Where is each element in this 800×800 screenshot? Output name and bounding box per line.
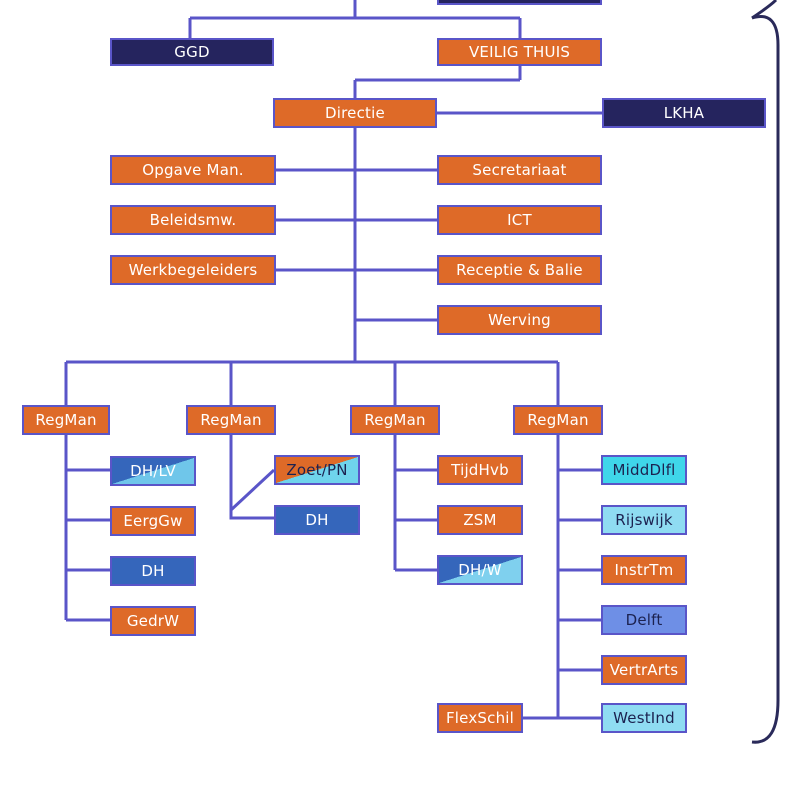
directie-box: Directie [273,98,437,128]
unit-box-gedrw: GedrW [110,606,196,636]
unit-box-dh-lv: DH/LV [110,456,196,486]
unit-box-zoet-pn: Zoet/PN [274,455,360,485]
unit-box-rijswijk: Rijswijk [601,505,687,535]
unit-box-midddlfl: MiddDlfl [601,455,687,485]
regman-box-1: RegMan [22,405,110,435]
unit-box-delft: Delft [601,605,687,635]
unit-box-tijdhvb: TijdHvb [437,455,523,485]
staff-box-ict: ICT [437,205,602,235]
staff-box-secretariaat: Secretariaat [437,155,602,185]
regman-box-3: RegMan [350,405,440,435]
unit-box-dh: DH [110,556,196,586]
regman-box-2: RegMan [186,405,276,435]
unit-box-eerggw: EergGw [110,506,196,536]
staff-box-beleidsmw: Beleidsmw. [110,205,276,235]
flexschil-box: FlexSchil [437,703,523,733]
unit-box-dh-2: DH [274,505,360,535]
staff-box-werkbegeleiders: Werkbegeleiders [110,255,276,285]
regman-box-4: RegMan [513,405,603,435]
lkha-box: LKHA [602,98,766,128]
partial-top-box [437,0,602,5]
unit-box-instrtm: InstrTm [601,555,687,585]
ggd-box: GGD [110,38,274,66]
unit-box-westind: WestInd [601,703,687,733]
staff-box-receptie-balie: Receptie & Balie [437,255,602,285]
staff-box-werving: Werving [437,305,602,335]
curly-brace [751,15,780,744]
unit-box-zsm: ZSM [437,505,523,535]
veilig-thuis-box: VEILIG THUIS [437,38,602,66]
unit-box-dh-w: DH/W [437,555,523,585]
staff-box-opgave-man: Opgave Man. [110,155,276,185]
unit-box-vertrarts: VertrArts [601,655,687,685]
